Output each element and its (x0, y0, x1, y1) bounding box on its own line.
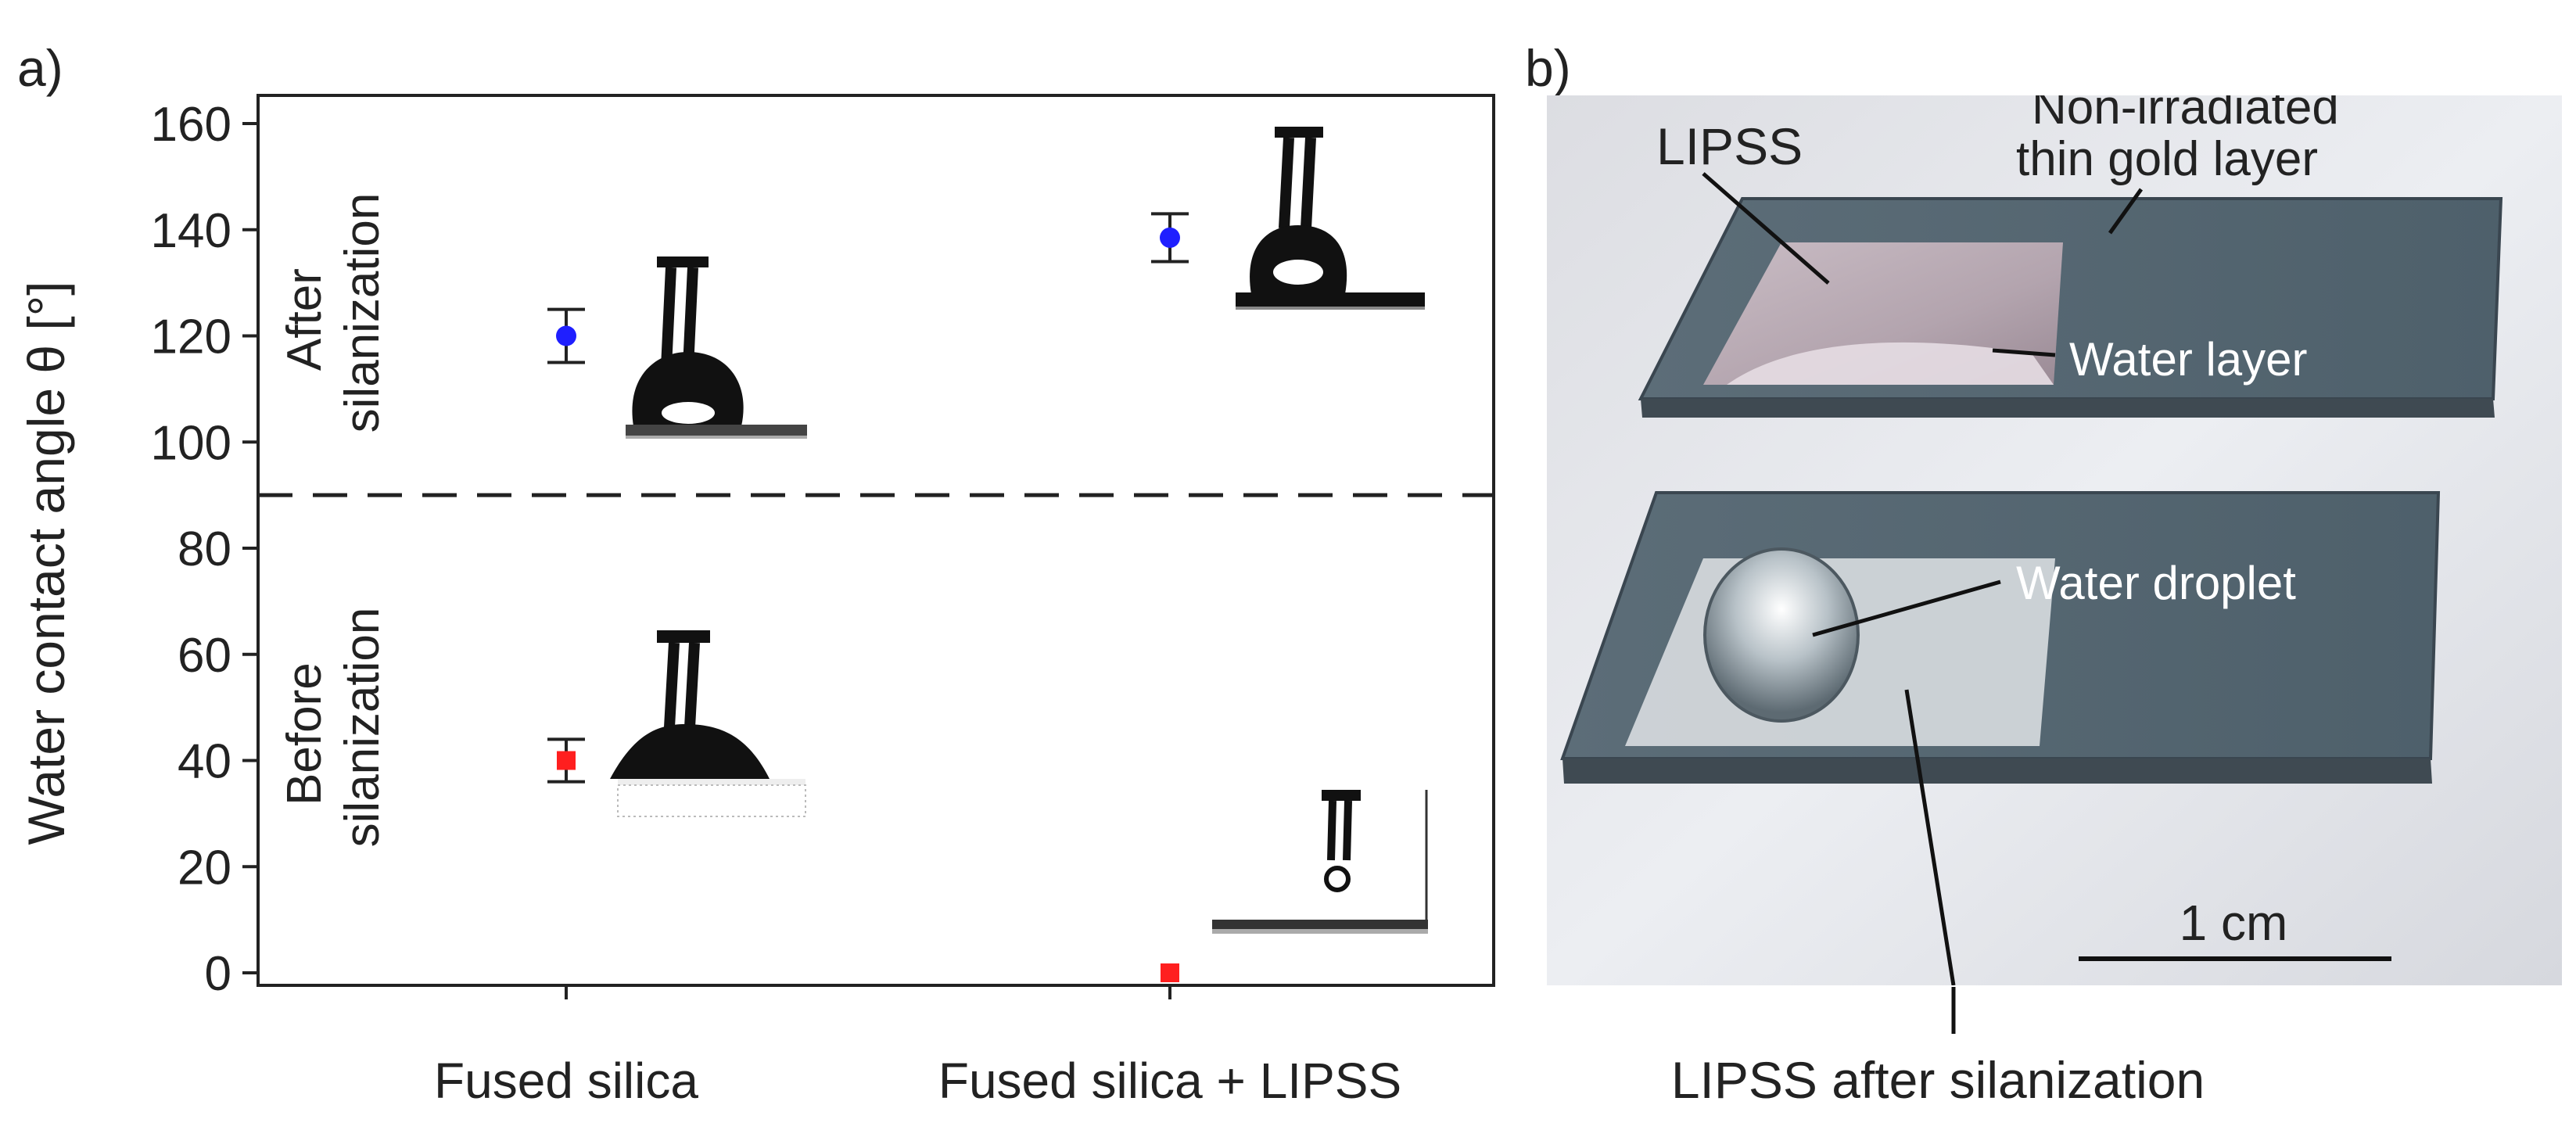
photo-panel: LIPSS Non-irradiated thin gold layer Wat… (1547, 95, 2562, 985)
y-tick-label: 120 (151, 310, 231, 364)
leader-lipss (1702, 172, 1830, 285)
plot-frame (257, 94, 1495, 987)
label-non-irradiated: Non-irradiated (2032, 95, 2339, 135)
label-water-droplet: Water droplet (2016, 557, 2296, 609)
region-label-before: Before silanization (278, 608, 389, 848)
region-label-before-line2: silanization (335, 608, 389, 848)
y-tick-label: 80 (178, 522, 231, 576)
data-point-before (557, 751, 576, 770)
y-tick-label: 0 (205, 947, 231, 1001)
panel-a-label: a) (17, 39, 63, 97)
x-ticks: Fused silica Fused silica + LIPSS (434, 985, 1401, 1109)
panel-b-label: b) (1525, 39, 1571, 97)
droplet-inset-lipss-before (1212, 790, 1428, 934)
data-point-after (556, 325, 576, 346)
leader-water-layer (1992, 348, 2056, 357)
region-label-before-line1: Before (278, 662, 332, 805)
y-tick-label: 40 (178, 735, 231, 789)
x-tick-label: Fused silica (434, 1053, 698, 1109)
leader-lipss-after (1904, 689, 1956, 985)
y-axis-label: Water contact angle θ [°] (17, 282, 75, 845)
x-tick-label: Fused silica + LIPSS (938, 1053, 1401, 1109)
sample-bottom (1560, 491, 2441, 784)
label-scale-bar: 1 cm (2180, 895, 2288, 951)
data-marks (547, 212, 1189, 982)
label-lipss-after-silanization: LIPSS after silanization (1671, 1051, 2205, 1109)
droplet-inset-fused-after (626, 257, 807, 439)
leader-gold (2108, 188, 2144, 235)
label-water-layer: Water layer (2069, 333, 2308, 386)
y-tick-label: 60 (178, 629, 231, 683)
label-thin-gold-layer: thin gold layer (2016, 132, 2318, 186)
region-label-after-line2: silanization (335, 193, 389, 433)
leader-water-droplet (1812, 579, 2001, 637)
data-point-before (1161, 963, 1179, 982)
droplet-inset-fused-before (610, 630, 806, 817)
region-label-after-line1: After (278, 268, 332, 371)
region-label-after: After silanization (278, 193, 389, 433)
label-lipss: LIPSS (1656, 117, 1803, 175)
y-tick-label: 100 (151, 416, 231, 470)
sample-top (1638, 197, 2503, 418)
y-tick-label: 20 (178, 841, 231, 895)
y-tick-label: 160 (151, 98, 231, 152)
droplet-inset-lipss-after (1236, 127, 1425, 310)
y-ticks: 0 20 40 60 80 100 120 140 160 (151, 98, 258, 1001)
y-tick-label: 140 (151, 204, 231, 258)
data-point-after (1160, 227, 1180, 248)
